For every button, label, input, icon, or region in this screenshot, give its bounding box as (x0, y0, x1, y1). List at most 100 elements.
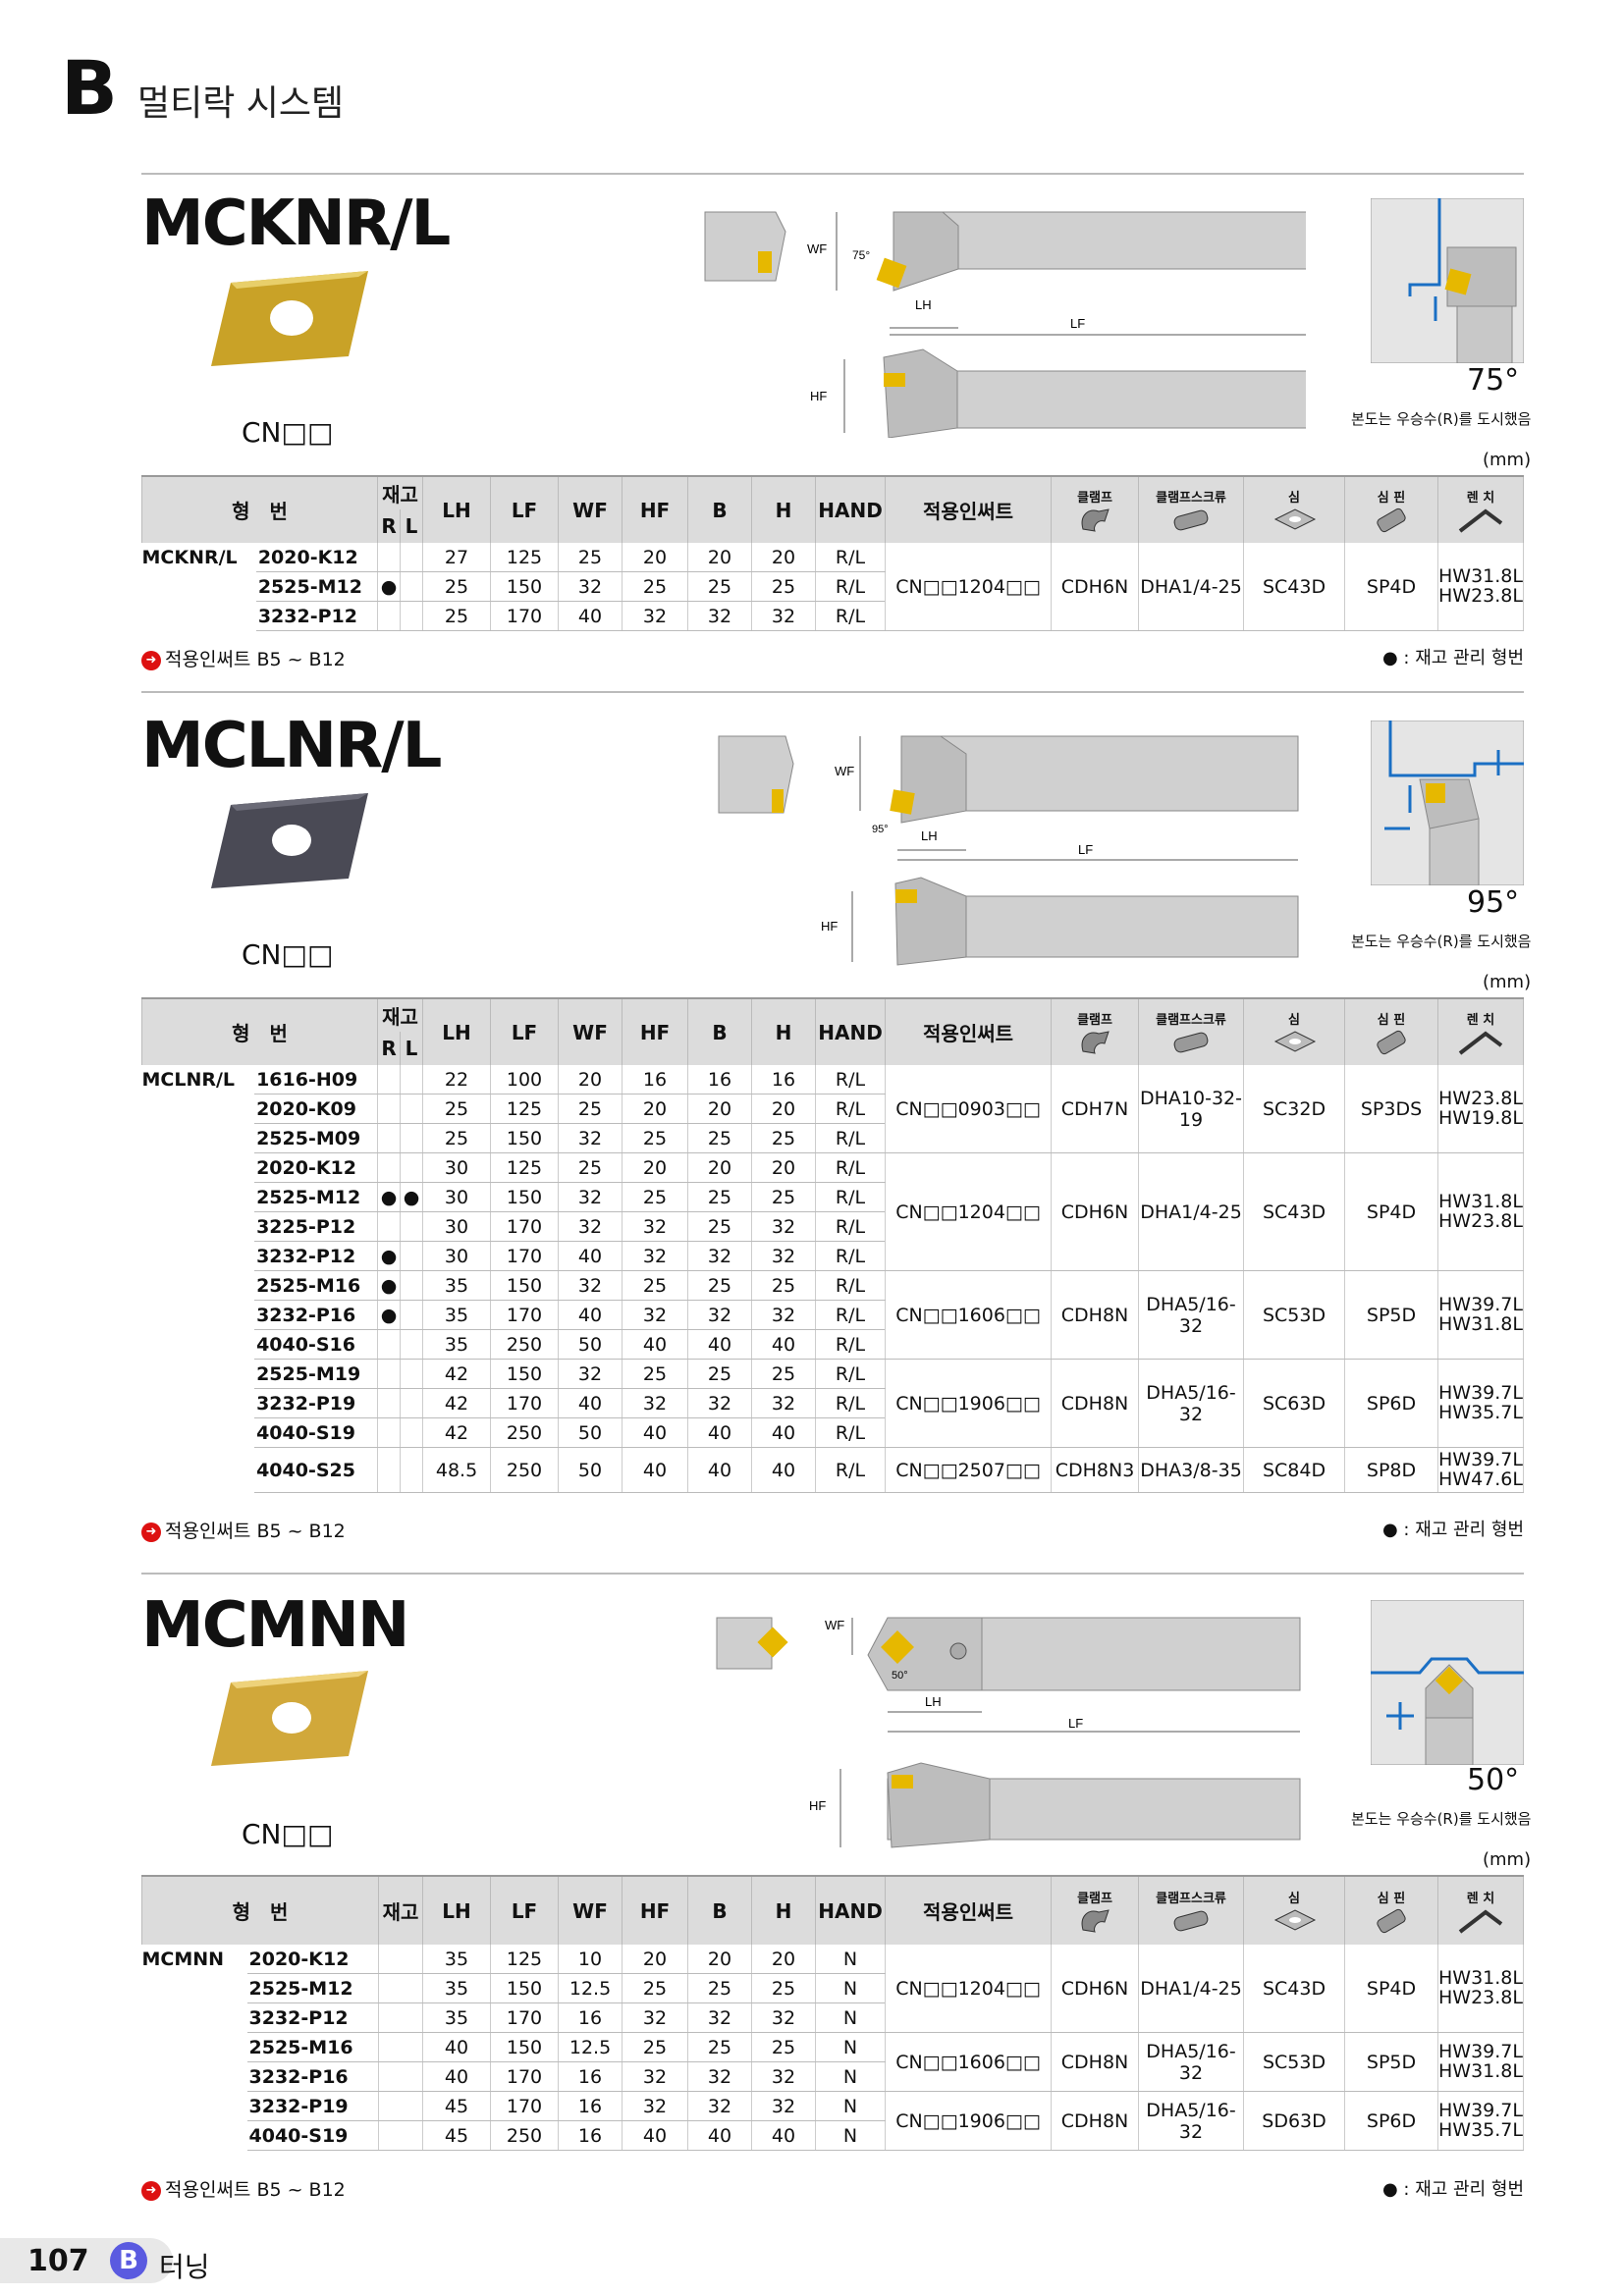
dim-hf: 25 (622, 1123, 689, 1153)
dim-lf: 150 (490, 1123, 560, 1153)
series-name (142, 1242, 255, 1271)
model-code: 2020-K12 (246, 1945, 380, 1974)
part-screw: DHA5/16-32 (1138, 2032, 1245, 2092)
part-clamp: CDH8N (1051, 1359, 1140, 1448)
model-title: MCKNR/L (141, 187, 451, 260)
dim-hand: R/L (815, 571, 887, 602)
dim-b: 25 (687, 1123, 753, 1153)
dim-lh: 30 (422, 1211, 492, 1242)
dim-angle: 75° (852, 248, 870, 262)
dim-hand: N (815, 1945, 887, 1974)
dim-h: 40 (751, 1417, 817, 1448)
insert-reference: ➜적용인써트 B5 ~ B12 (141, 2175, 346, 2202)
insert-image (211, 271, 368, 366)
part-insert: CN□□0903□□ (885, 1065, 1053, 1153)
dim-h: 32 (751, 1241, 817, 1271)
dim-h: 25 (751, 1123, 817, 1153)
stock-r (377, 1094, 402, 1124)
dim-lf: 250 (490, 1447, 560, 1493)
dim-h: 20 (751, 1152, 817, 1183)
stock-r (377, 1417, 402, 1448)
series-name (142, 2121, 247, 2151)
part-screw: DHA10-32-19 (1138, 1065, 1245, 1153)
col-stock-r: R (377, 509, 402, 543)
dim-hf: 32 (622, 2091, 689, 2121)
part-pin: SP6D (1344, 2091, 1439, 2151)
dim-wf: 16 (558, 2061, 623, 2092)
dim-hand: N (815, 1973, 887, 2003)
dim-lh: 48.5 (422, 1447, 492, 1493)
dim-lh: 35 (422, 1270, 492, 1301)
dim-hand: R/L (815, 1300, 887, 1330)
dim-b: 40 (687, 1417, 753, 1448)
part-shim: SC32D (1243, 1065, 1346, 1153)
part-insert: CN□□1606□□ (885, 2032, 1053, 2092)
model-code: 2020-K12 (255, 543, 379, 572)
dim-hand: R/L (815, 1152, 887, 1183)
dim-h: 20 (751, 543, 817, 572)
cutting-direction-diagram (1371, 1600, 1524, 1765)
dim-b: 32 (687, 1241, 753, 1271)
dim-h: 32 (751, 1388, 817, 1418)
series-name (142, 2092, 247, 2121)
page-title: 멀티락 시스템 (137, 83, 345, 124)
svg-text:LF: LF (1078, 842, 1093, 857)
part-clamp: CDH8N (1051, 2032, 1140, 2092)
model-code: 2525-M09 (254, 1123, 379, 1153)
dim-lf: 170 (490, 1388, 560, 1418)
dim-lf: 125 (490, 1152, 560, 1183)
unit-label: (mm) (1483, 1849, 1532, 1870)
screw-icon (1173, 1910, 1209, 1932)
dim-wf: 32 (558, 1359, 623, 1389)
dim-wf: 50 (558, 1329, 623, 1360)
stock-l (400, 1359, 424, 1389)
dim-b: 32 (687, 2061, 753, 2092)
dim-hf: 25 (622, 571, 689, 602)
dim-h: 20 (751, 1094, 817, 1124)
part-insert: CN□□1204□□ (885, 1152, 1053, 1271)
dim-lh: 25 (422, 571, 492, 602)
dim-h: 32 (751, 2091, 817, 2121)
model-code: 4040-S19 (254, 1417, 379, 1448)
stock-r: ● (377, 1300, 402, 1330)
part-pin: SP4D (1344, 1152, 1439, 1271)
wrench-code: HW35.7L (1438, 1401, 1523, 1423)
svg-text:WF: WF (825, 1618, 844, 1632)
part-shim: SC63D (1243, 1359, 1346, 1448)
series-name: MCKNR/L (141, 546, 238, 568)
part-shim: SC43D (1243, 1945, 1346, 2033)
dim-lf: 150 (490, 1359, 560, 1389)
shim-icon (1273, 1031, 1317, 1052)
dim-hf: 25 (622, 1270, 689, 1301)
wrench-code: HW39.7L (1438, 1293, 1523, 1315)
part-insert: CN□□1906□□ (885, 2091, 1053, 2151)
wrench-code: HW39.7L (1438, 1381, 1523, 1404)
dim-h: 32 (751, 1211, 817, 1242)
col-stock-l: L (400, 509, 424, 543)
dim-hand: R/L (815, 1241, 887, 1271)
dim-lh: LH (915, 297, 932, 312)
approach-angle: 50° (1467, 1763, 1520, 1797)
part-clamp: CDH8N (1051, 2091, 1140, 2151)
series-name (142, 2062, 247, 2092)
stock-l (400, 1329, 424, 1360)
col-lh: LH (422, 475, 492, 543)
dim-hf: 20 (622, 1945, 689, 1974)
dim-h: 32 (751, 1300, 817, 1330)
dim-lf: 170 (490, 1241, 560, 1271)
series-name (142, 572, 256, 602)
stock (378, 2061, 424, 2092)
part-screw: DHA1/4-25 (1138, 543, 1245, 631)
model-code: 4040-S25 (254, 1447, 379, 1493)
dim-hf: 32 (622, 1211, 689, 1242)
series-name (142, 1124, 255, 1153)
dim-lh: 45 (422, 2120, 492, 2151)
stock-r (377, 1388, 402, 1418)
